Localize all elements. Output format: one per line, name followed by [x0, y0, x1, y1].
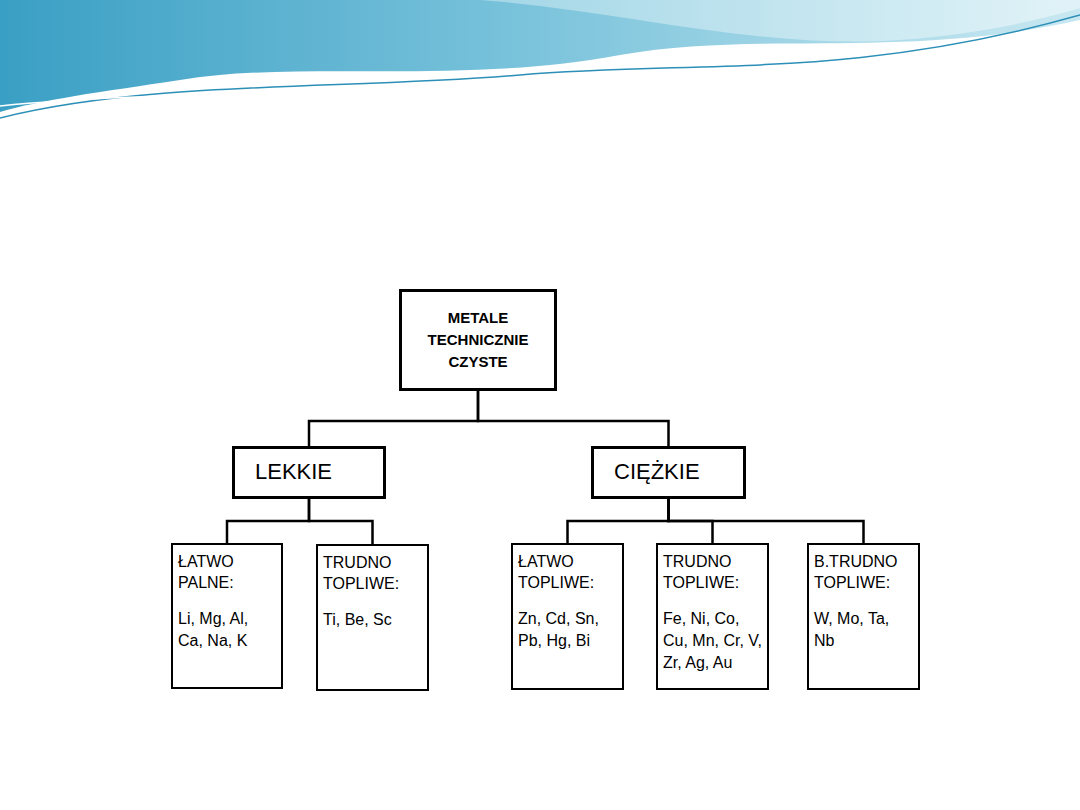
element-list: Zn, Cd, Sn, Pb, Hg, Bi: [518, 608, 618, 653]
group-box: TRUDNO TOPLIWE: Ti, Be, Sc: [316, 544, 429, 691]
tree-connector: [309, 391, 478, 446]
box-label: LEKKIE: [255, 459, 383, 485]
element-list: Li, Mg, Al, Ca, Na, K: [178, 608, 277, 653]
group-box: TRUDNO TOPLIWE: Fe, Ni, Co, Cu, Mn, Cr, V…: [656, 543, 769, 690]
box-label: CIĘŻKIE: [614, 459, 743, 485]
tree-connector: [227, 499, 309, 543]
element-list: W, Mo, Ta, Nb: [814, 608, 914, 653]
group-box: ŁATWO PALNE: Li, Mg, Al, Ca, Na, K: [171, 543, 283, 689]
root-box: METALE TECHNICZNIE CZYSTE: [399, 289, 557, 391]
category-box: LEKKIE: [232, 446, 386, 499]
element-list: Fe, Ni, Co, Cu, Mn, Cr, V, Zr, Ag, Au: [663, 608, 763, 675]
category-box: CIĘŻKIE: [591, 446, 746, 499]
tree-connector: [568, 499, 669, 543]
wave-line: [0, 30, 1080, 106]
tree-connector: [478, 391, 669, 446]
box-label: METALE TECHNICZNIE CZYSTE: [410, 307, 546, 372]
box-label: ŁATWO TOPLIWE:: [518, 552, 618, 594]
box-label: B.TRUDNO TOPLIWE:: [814, 552, 914, 594]
wave-band: [480, 0, 1080, 42]
tree-connector: [669, 499, 864, 543]
element-list: Ti, Be, Sc: [323, 609, 423, 631]
wave-line: [0, 15, 1080, 118]
box-label: ŁATWO PALNE:: [178, 552, 277, 594]
tree-connector: [309, 499, 373, 544]
wave-band: [0, 0, 1080, 112]
group-box: ŁATWO TOPLIWE: Zn, Cd, Sn, Pb, Hg, Bi: [511, 543, 624, 690]
box-label: TRUDNO TOPLIWE:: [323, 553, 423, 595]
group-box: B.TRUDNO TOPLIWE: W, Mo, Ta, Nb: [807, 543, 920, 690]
box-label: TRUDNO TOPLIWE:: [663, 552, 763, 594]
wave-decoration: [0, 0, 1080, 140]
